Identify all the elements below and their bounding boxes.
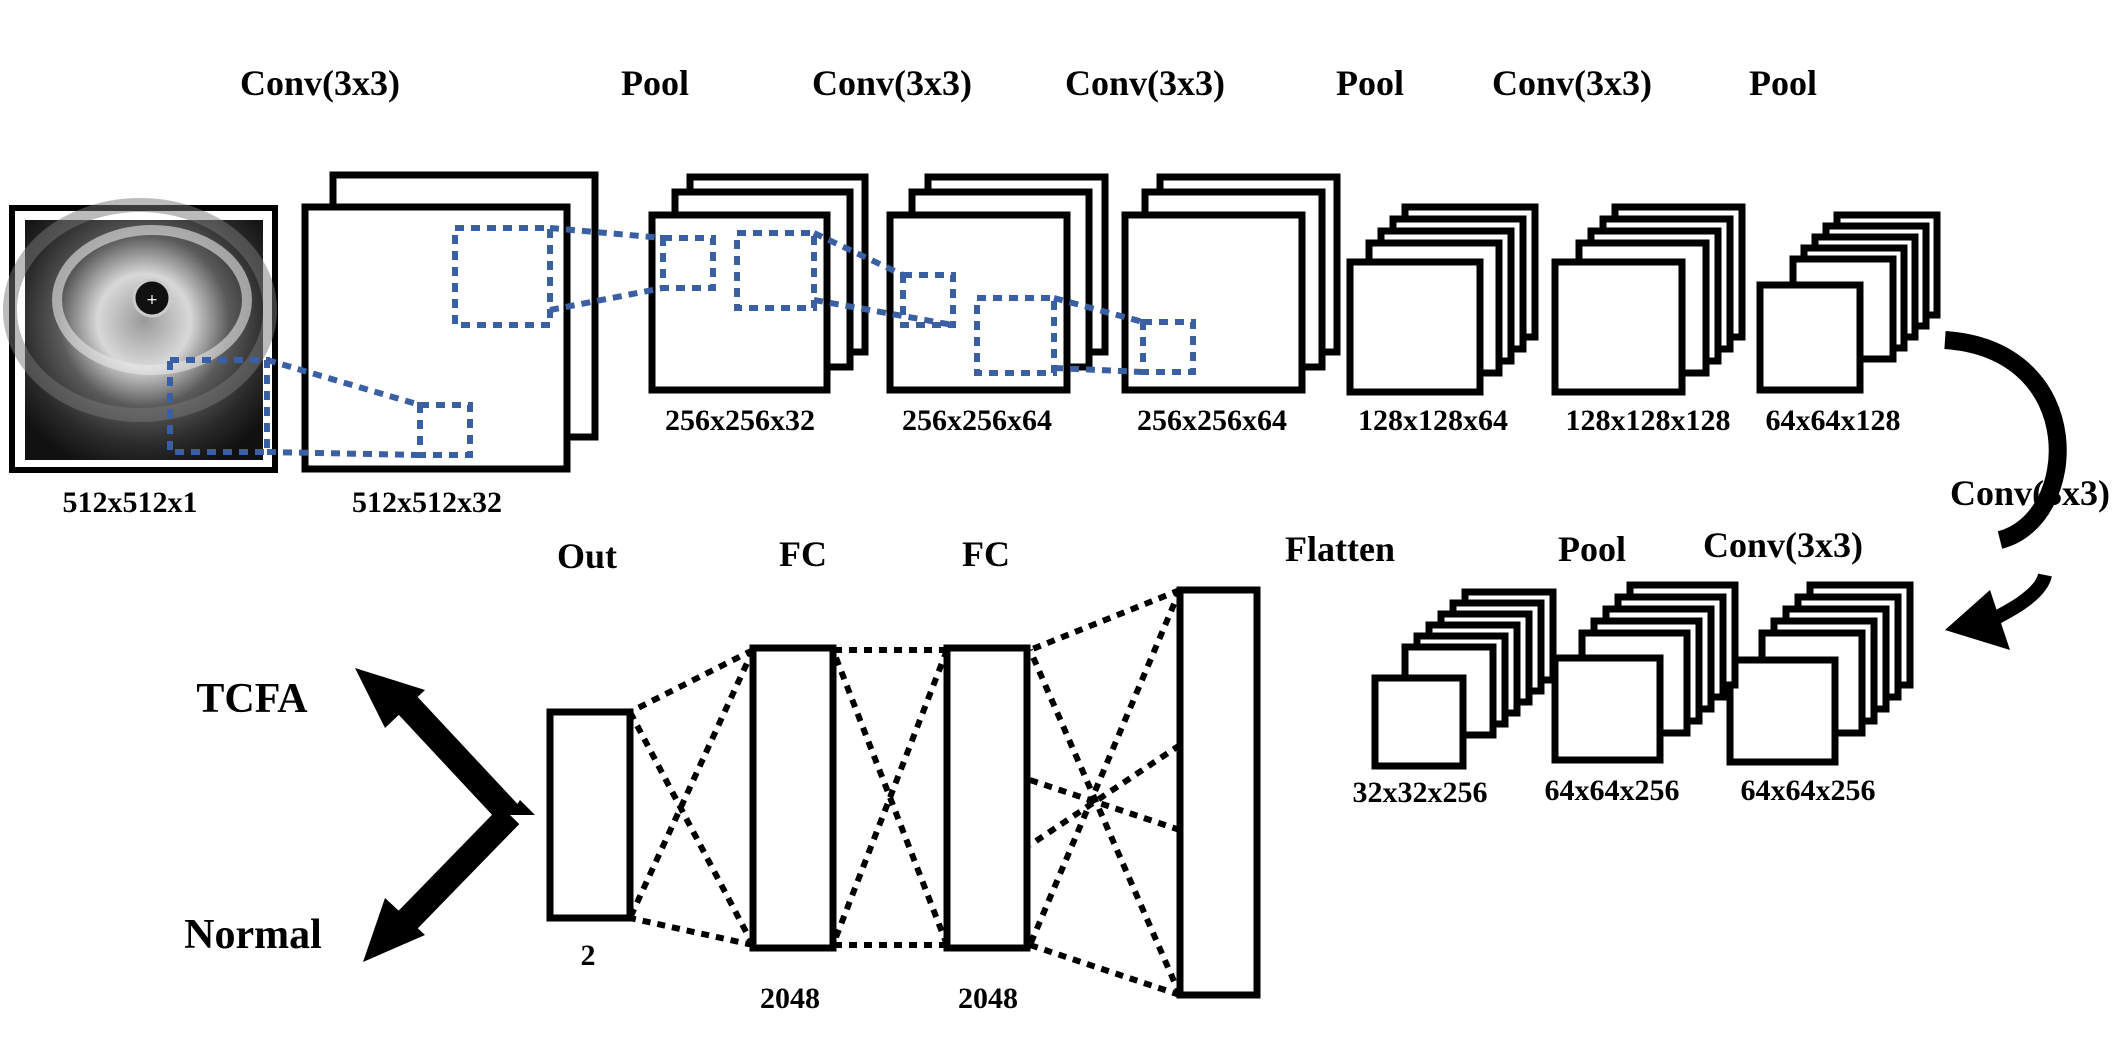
op-label-conv-5: Conv(3x3) [1703,525,1863,565]
op-label-conv-4: Conv(3x3) [1492,63,1652,103]
op-label-transition-conv: Conv(3x3) [1950,473,2110,513]
size-label-out: 2 [581,939,596,972]
dim-label-256x256x64-a: 256x256x64 [902,404,1052,437]
feature-map-256x256x32 [648,173,869,394]
feature-map-64x64x256-a [1551,581,1739,764]
dim-label-256x256x32: 256x256x32 [665,404,815,437]
feature-map-128x128x128 [1551,203,1746,396]
class-label-tcfa: TCFA [196,676,308,722]
dim-label-input: 512x512x1 [63,486,198,519]
dim-label-64x64x256-a: 64x64x256 [1545,774,1680,807]
input-image: + [3,198,278,473]
feature-map-128x128x64 [1346,203,1539,396]
op-label-pool-4: Pool [1558,529,1626,569]
receptive-field-guides [167,225,1196,458]
dim-label-32x32x256: 32x32x256 [1353,776,1488,809]
size-label-fc-2: 2048 [958,982,1018,1015]
op-label-conv-1: Conv(3x3) [240,63,400,103]
op-label-out: Out [557,536,617,576]
dim-label-64x64x256-b: 64x64x256 [1741,774,1876,807]
dim-label-512x512x32: 512x512x32 [352,486,502,519]
feature-map-32x32x256 [1371,588,1557,770]
fc-layer-1 [749,644,837,952]
op-label-fc-2: FC [962,534,1010,574]
size-label-fc-1: 2048 [760,982,820,1015]
dim-label-64x64x128: 64x64x128 [1766,404,1901,437]
feature-map-64x64x128 [1756,211,1941,394]
dense-connections [627,587,1183,998]
op-label-conv-3: Conv(3x3) [1065,63,1225,103]
output-layer [546,708,634,922]
catheter-icon [132,278,172,318]
op-label-pool-3: Pool [1749,63,1817,103]
dim-label-256x256x64-b: 256x256x64 [1137,404,1287,437]
op-label-pool-2: Pool [1336,63,1404,103]
feature-map-64x64x256-b [1726,581,1914,766]
fc-layer-2 [943,644,1031,952]
transition-arrow-icon [1944,331,2067,650]
feature-map-512x512x32 [301,171,599,473]
class-label-normal: Normal [184,912,322,958]
op-label-conv-2: Conv(3x3) [812,63,972,103]
output-arrows-icon [355,668,535,962]
op-label-fc-1: FC [779,534,827,574]
feature-map-256x256x64-b [1121,173,1341,394]
flatten-layer [1176,586,1261,999]
svg-text:+: + [146,292,158,308]
op-label-pool-1: Pool [621,63,689,103]
feature-map-256x256x64-a [886,173,1109,394]
dim-label-128x128x128: 128x128x128 [1566,404,1731,437]
dim-label-128x128x64: 128x128x64 [1358,404,1508,437]
op-label-flatten: Flatten [1285,529,1395,569]
